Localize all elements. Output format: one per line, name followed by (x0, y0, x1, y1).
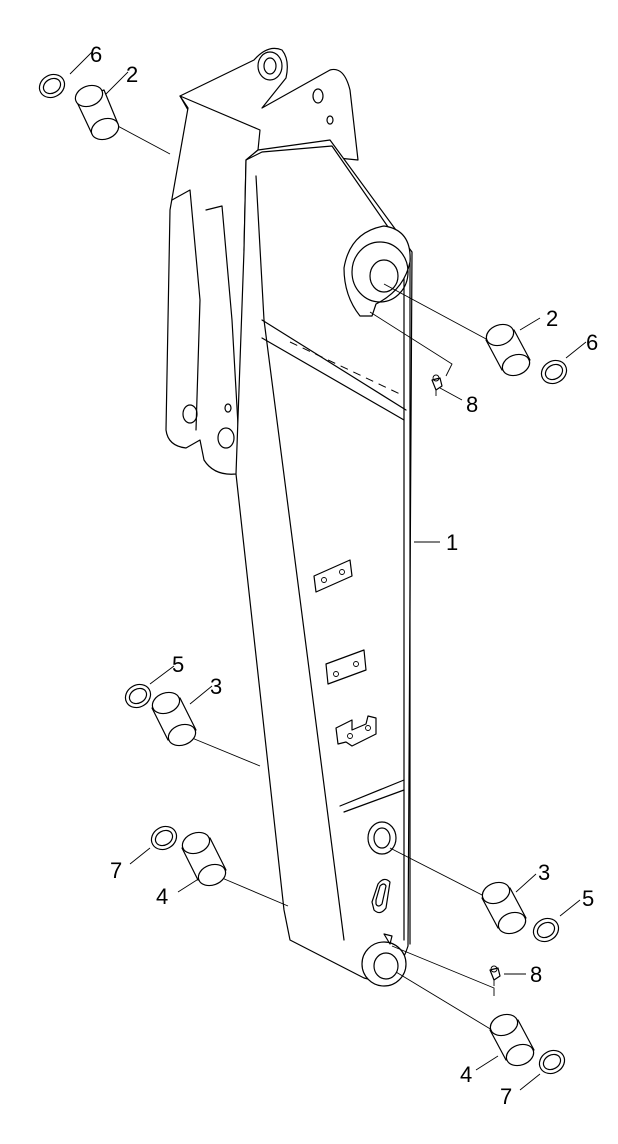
callout-bushing-low-left: 4 (156, 884, 168, 909)
bushing-low-right (489, 1013, 535, 1067)
callout-shim-low-left: 7 (110, 858, 122, 883)
bushing-low-left (181, 831, 227, 887)
shim-low-right (538, 1049, 566, 1075)
shim-low-left (150, 825, 178, 851)
callout-grease-bottom: 8 (530, 962, 542, 987)
shim-mid-right (532, 917, 560, 943)
callout-shim-top-left: 6 (90, 42, 102, 67)
bushing-mid-right (481, 881, 527, 935)
callout-bushing-low-right: 4 (460, 1062, 472, 1087)
shim-mid-left (124, 683, 152, 709)
grease-fitting-top (431, 374, 443, 396)
shim-top-left (38, 73, 66, 99)
leader-lines (69, 51, 587, 1091)
callout-bushing-top-right: 2 (546, 306, 558, 331)
bushing-mid-left (151, 691, 197, 747)
grease-fitting-bottom (489, 965, 501, 986)
bushing-top-left (74, 84, 120, 141)
callout-labels: 1 2 6 2 6 8 5 3 7 4 3 5 8 4 7 (90, 42, 598, 1109)
callout-shim-mid-right: 5 (582, 886, 594, 911)
bushing-top-right (485, 323, 531, 377)
callout-grease-top: 8 (466, 392, 478, 417)
callout-bushing-mid-left: 3 (210, 674, 222, 699)
shim-top-right (540, 359, 568, 385)
callout-shim-low-right: 7 (500, 1084, 512, 1109)
callout-arm: 1 (446, 530, 458, 555)
callout-bushing-top-left: 2 (126, 62, 138, 87)
arm (165, 47, 413, 987)
callout-bushing-mid-right: 3 (538, 860, 550, 885)
callout-shim-mid-left: 5 (172, 652, 184, 677)
callout-shim-top-right: 6 (586, 330, 598, 355)
